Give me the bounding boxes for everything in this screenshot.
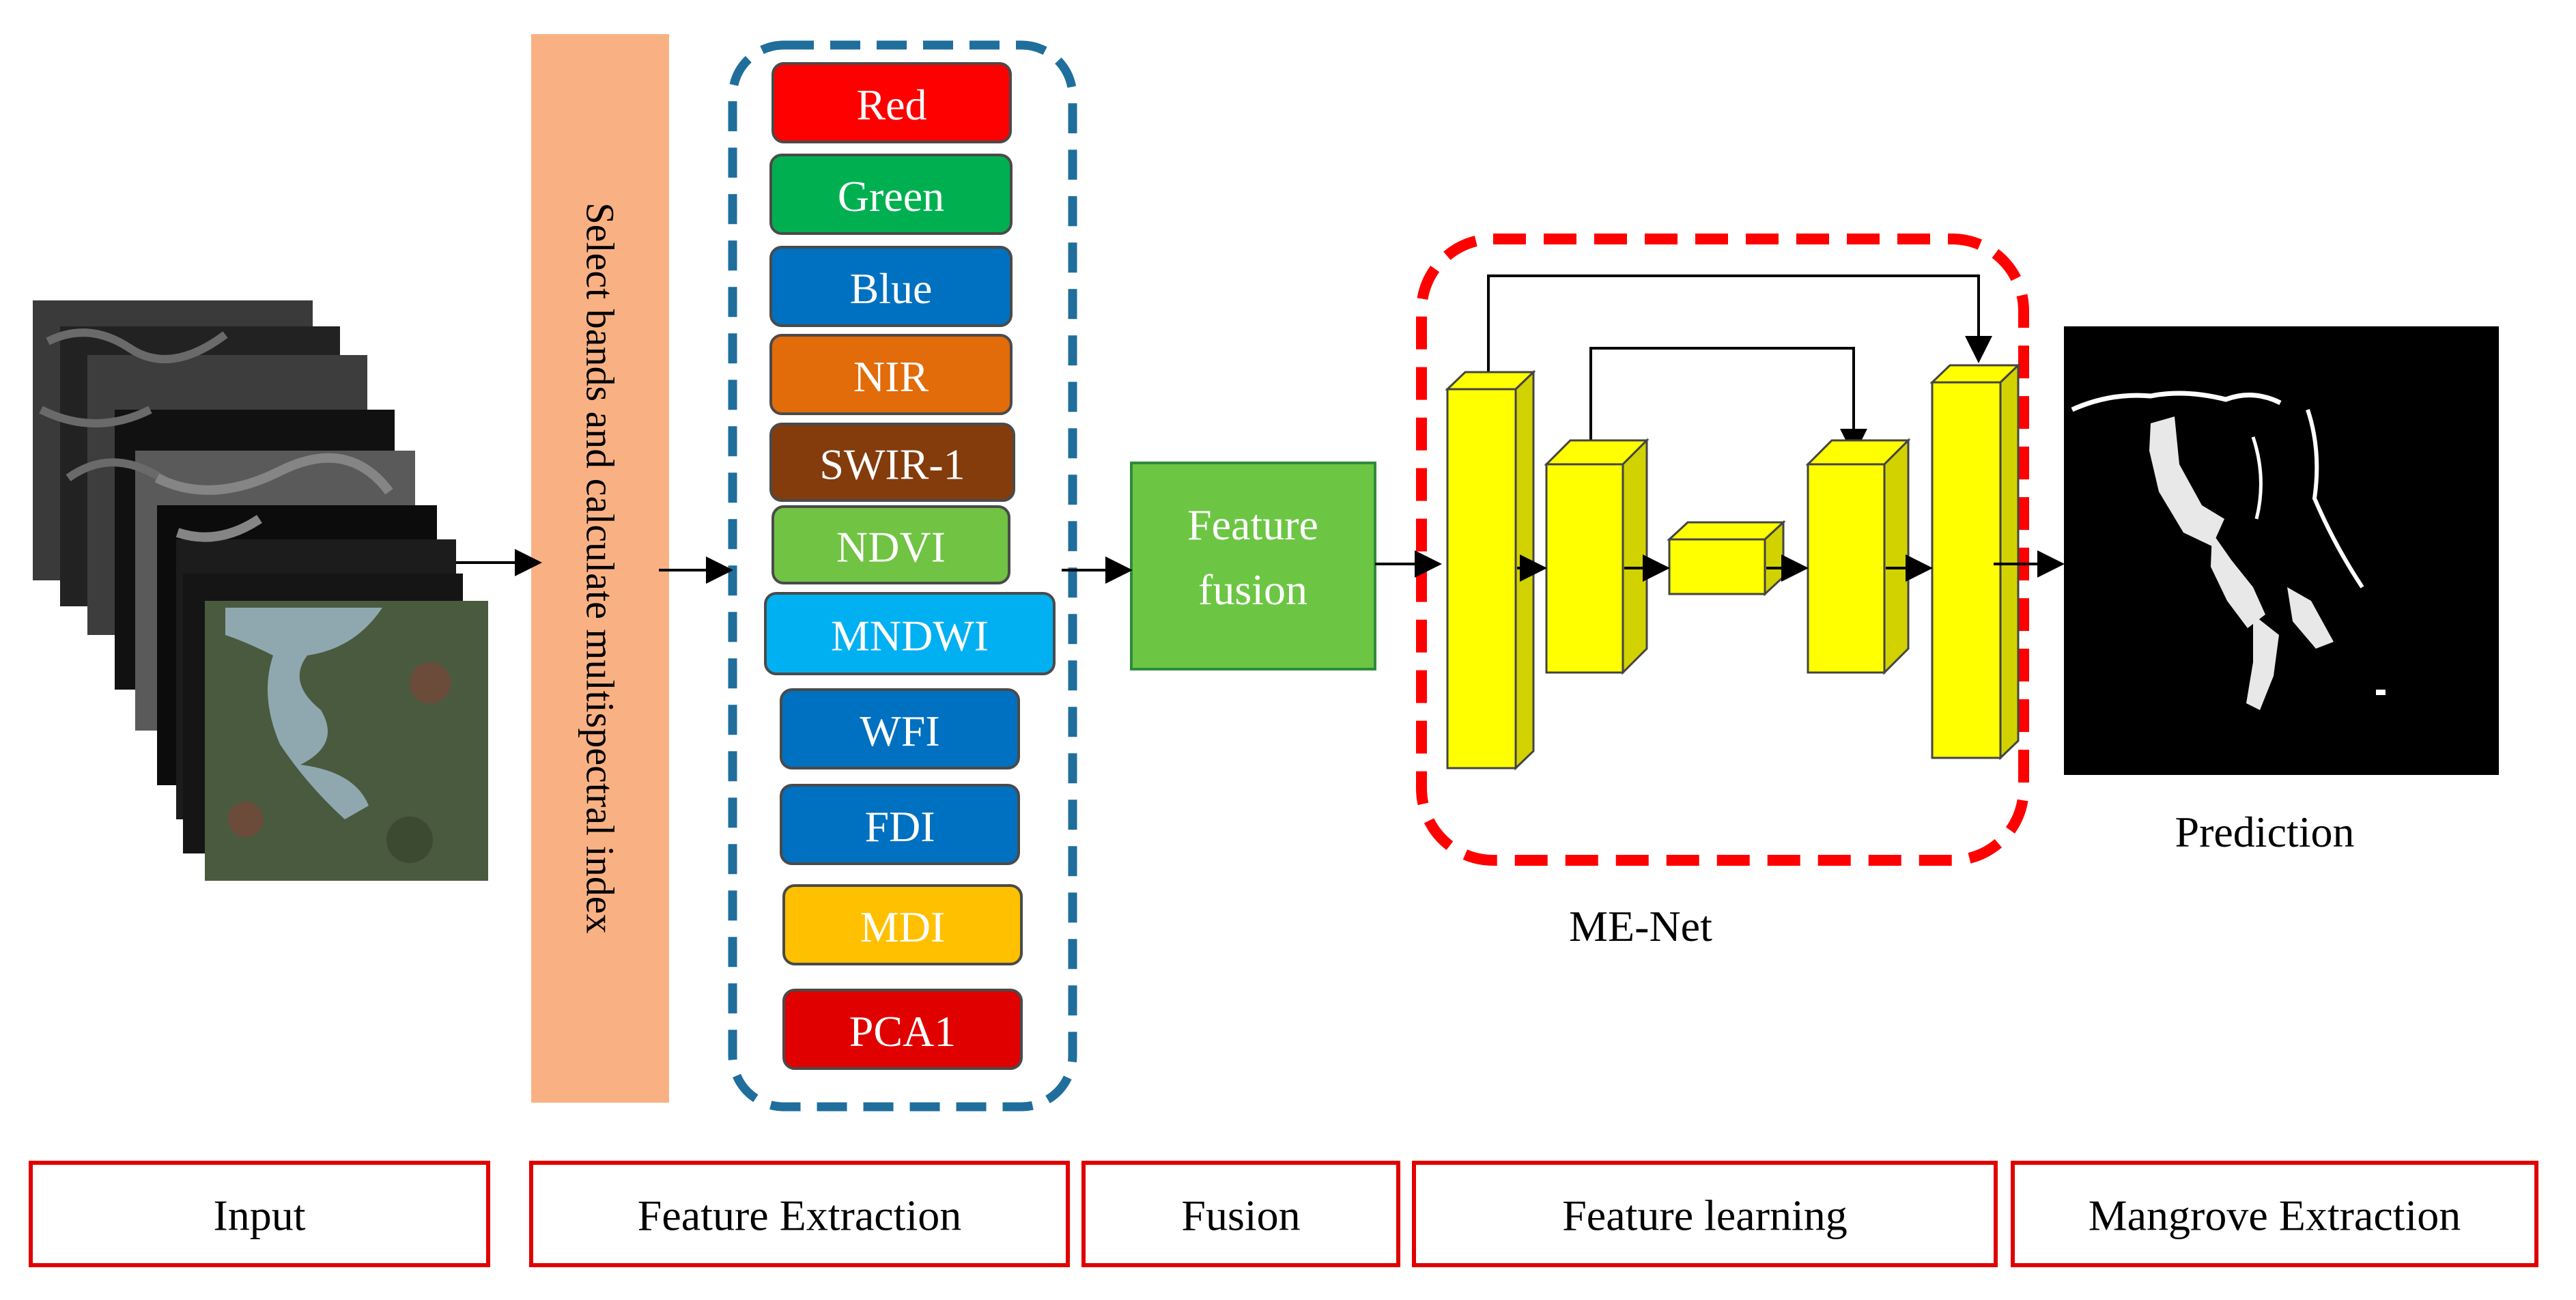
stage-label: Input [29, 1161, 490, 1267]
skip-connection-outer [1487, 274, 1992, 382]
feature-item: NDVI [772, 505, 1010, 584]
feature-item: WFI [780, 688, 1020, 769]
mangrove-shape [2211, 533, 2265, 628]
stage-label: Mangrove Extraction [2011, 1161, 2538, 1267]
stage-label-box [2011, 1161, 2538, 1267]
feature-item: MNDWI [764, 592, 1056, 675]
feature-item-box [764, 592, 1056, 675]
feature-item-box [780, 688, 1020, 769]
feature-item: Blue [769, 246, 1013, 327]
feature-item: NIR [769, 334, 1013, 415]
select-bands-box [531, 34, 669, 1103]
me-net-label: ME-Net [1569, 902, 1712, 950]
image-speckle [410, 662, 451, 703]
feature-item-label: MDI [860, 903, 945, 951]
me-net-bottleneck-block [1667, 520, 1786, 597]
stage-label: Fusion [1081, 1161, 1400, 1267]
feature-item: Red [772, 62, 1012, 143]
feature-item-box [769, 423, 1015, 502]
feature-item-label: MNDWI [831, 612, 989, 660]
me-net-block-2 [1544, 438, 1650, 675]
feature-item-label: SWIR-1 [819, 440, 965, 489]
feature-item-label: Red [856, 81, 926, 129]
me-net-block-1 [1445, 369, 1536, 771]
stage-label-text: Feature Extraction [638, 1191, 961, 1240]
feature-item: Green [769, 154, 1013, 235]
stage-label: Feature learning [1412, 1161, 1998, 1267]
feature-item: PCA1 [782, 989, 1023, 1070]
stage-label-box [29, 1161, 490, 1267]
mangrove-shape [2071, 391, 2282, 412]
image-speckle [228, 802, 264, 837]
mangrove-shape [2246, 614, 2279, 710]
feature-item-label: Blue [850, 264, 933, 313]
stage-label-text: Input [213, 1191, 305, 1240]
select-bands-label: Select bands and calculate multispectral… [578, 203, 623, 934]
image-speckle [386, 817, 433, 863]
feature-fusion-label-line1: Feature [1187, 500, 1318, 549]
feature-item-label: NDVI [836, 523, 946, 571]
stage-row: Input Feature Extraction Fusion Feature lea… [29, 1161, 2538, 1267]
mangrove-shape [2149, 416, 2224, 546]
feature-item-box [782, 989, 1023, 1070]
stage-label: Feature Extraction [529, 1161, 1070, 1267]
prediction-map [2064, 326, 2499, 775]
image-texture [39, 328, 228, 488]
feature-item: SWIR-1 [769, 423, 1015, 502]
mangrove-shape [2306, 409, 2364, 589]
stage-label-box [529, 1161, 1070, 1267]
prediction-label: Prediction [2175, 808, 2354, 856]
feature-item-label: WFI [860, 707, 939, 755]
feature-item-box [780, 784, 1020, 865]
mangrove-shape [2376, 690, 2386, 695]
feature-item-label: NIR [853, 352, 929, 401]
image-texture [154, 453, 393, 542]
stage-label-box [1081, 1161, 1400, 1267]
skip-connection-inner [1589, 347, 1867, 462]
mangrove-shape [2287, 587, 2334, 649]
stage-label-text: Fusion [1181, 1191, 1300, 1240]
feature-item-box [769, 154, 1013, 235]
stage-label-text: Mangrove Extraction [2089, 1191, 2461, 1240]
mangrove-shape [2251, 436, 2263, 520]
input-image-stack [33, 300, 488, 881]
feature-item: FDI [780, 784, 1020, 865]
me-net-border [1416, 234, 2029, 866]
stage-label-box [1412, 1161, 1998, 1267]
feature-item-box [769, 334, 1013, 415]
feature-item-label: PCA1 [849, 1007, 957, 1056]
me-net-block-3 [1805, 438, 1911, 675]
feature-item-box [782, 884, 1023, 965]
me-net-block-4 [1929, 363, 2021, 761]
feature-item: MDI [782, 884, 1023, 965]
bay-water [225, 608, 382, 819]
feature-fusion-label-line2: fusion [1198, 565, 1307, 614]
feature-fusion-box [1130, 462, 1376, 670]
feature-item-box [772, 62, 1012, 143]
feature-item-label: Green [838, 172, 944, 221]
feature-item-label: FDI [864, 802, 935, 851]
feature-item-box [772, 505, 1010, 584]
feature-item-box [769, 246, 1013, 327]
stage-label-text: Feature learning [1562, 1191, 1848, 1240]
